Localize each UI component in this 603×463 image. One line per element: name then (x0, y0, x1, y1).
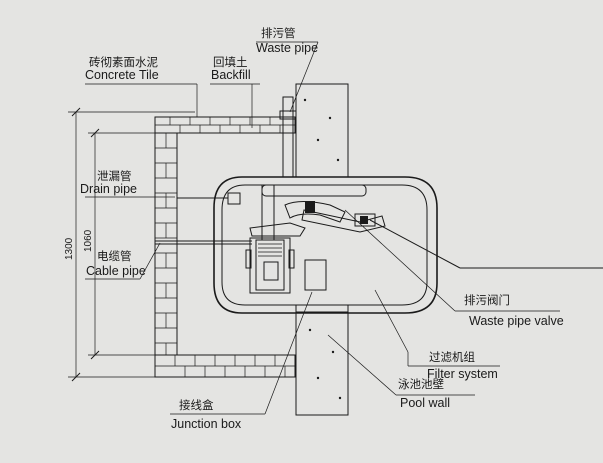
dimension-inner: 1060 (83, 229, 94, 252)
waste-valve-label-en: Waste pipe valve (469, 314, 564, 328)
pool-wall-label-en: Pool wall (400, 396, 450, 410)
dimension-lines (68, 107, 195, 382)
filter-pipework (249, 184, 386, 241)
filter-enclosure (213, 176, 438, 314)
concrete-tile-label-zh: 砖彻素面水泥 (89, 55, 158, 69)
backfill-label-zh: 回填土 (213, 55, 248, 69)
cable-pipe-label-en: Cable pipe (86, 264, 146, 278)
waste-pipe-label-zh: 排污管 (261, 26, 296, 40)
waste-valve-label-zh: 排污阀门 (464, 293, 510, 307)
pump (245, 237, 295, 294)
drain-pipe-label-en: Drain pipe (80, 182, 137, 196)
brick-pit (154, 116, 296, 378)
cable-pipe-label-zh: 电缆管 (97, 249, 132, 263)
pool-wall (295, 83, 349, 416)
filter-label-en: Filter system (427, 367, 498, 381)
outlet-pipe (369, 219, 461, 269)
waste-pipe (279, 96, 297, 178)
drain-pipe (177, 192, 241, 205)
backfill-label-en: Backfill (211, 68, 251, 82)
pool-wall-label-zh: 泳池池壁 (398, 377, 444, 391)
junction-label-zh: 接线盒 (179, 398, 214, 412)
filter-tank (304, 259, 327, 291)
waste-pipe-label-en: Waste pipe (256, 41, 318, 55)
filter-label-zh: 过滤机组 (429, 350, 475, 364)
drain-pipe-label-zh: 泄漏管 (97, 169, 132, 183)
cable-pipe (155, 240, 252, 245)
leader-lines (85, 41, 560, 415)
concrete-tile-label-en: Concrete Tile (85, 68, 159, 82)
dimension-outer: 1300 (64, 237, 75, 260)
labels: 排污管 Waste pipe 砖彻素面水泥 Concrete Tile 回填土 … (64, 26, 564, 431)
junction-label-en: Junction box (171, 417, 242, 431)
